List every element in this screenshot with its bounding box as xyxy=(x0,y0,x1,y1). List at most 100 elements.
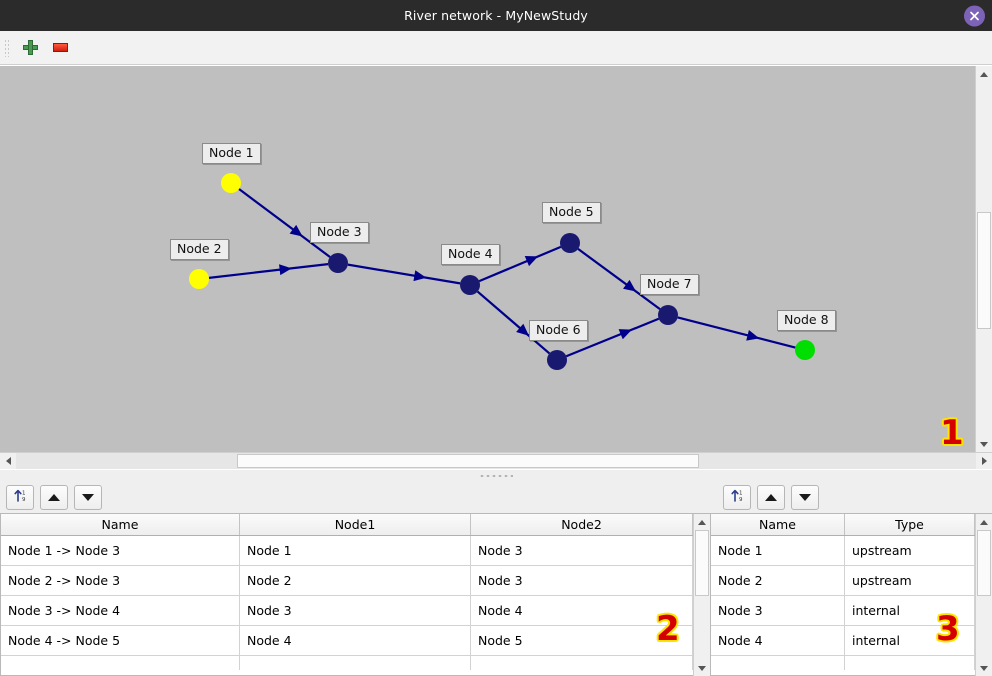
table-cell[interactable]: upstream xyxy=(844,565,975,596)
scroll-left-button[interactable] xyxy=(0,453,16,469)
column-header-node2[interactable]: Node2 xyxy=(470,514,693,536)
plus-icon xyxy=(22,40,38,55)
vscroll-track[interactable] xyxy=(976,82,992,436)
sort-nodes-button[interactable]: 1 9 xyxy=(723,484,751,510)
network-canvas[interactable]: Node 1 Node 2 Node 3 Node 4 Node 5 Node 6 Node… xyxy=(0,66,975,452)
table-row-empty[interactable] xyxy=(1,655,693,670)
table-cell[interactable]: Node 4 -> Node 5 xyxy=(1,625,240,656)
node-label-node-7[interactable]: Node 7 xyxy=(640,274,699,295)
table-cell[interactable] xyxy=(470,655,693,670)
graph-edge[interactable] xyxy=(476,290,551,355)
column-header-node1[interactable]: Node1 xyxy=(239,514,471,536)
edge-arrow-icon xyxy=(516,323,529,336)
table-cell[interactable]: Node 3 -> Node 4 xyxy=(1,595,240,626)
sort-links-button[interactable]: 1 9 xyxy=(6,484,34,510)
move-node-down-button[interactable] xyxy=(791,484,819,510)
links-vertical-scrollbar[interactable] xyxy=(693,514,710,676)
graph-edge[interactable] xyxy=(577,248,661,310)
table-cell[interactable]: Node 3 xyxy=(470,535,693,566)
scroll-up-button[interactable] xyxy=(976,66,992,82)
graph-node-node-2[interactable] xyxy=(189,269,209,289)
graph-node-node-4[interactable] xyxy=(460,275,480,295)
table-cell[interactable]: Node 5 xyxy=(470,625,693,656)
links-scroll-down-button[interactable] xyxy=(694,660,710,676)
table-cell[interactable]: Node 1 xyxy=(239,535,471,566)
table-cell[interactable] xyxy=(239,655,471,670)
graph-node-node-7[interactable] xyxy=(658,305,678,325)
graph-node-node-8[interactable] xyxy=(795,340,815,360)
table-cell[interactable]: Node 4 xyxy=(711,625,845,656)
column-header-name[interactable]: Name xyxy=(711,514,845,536)
table-cell[interactable]: Node 1 xyxy=(711,535,845,566)
table-row-empty[interactable] xyxy=(711,655,975,670)
table-cell[interactable]: Node 4 xyxy=(239,625,471,656)
delete-node-button[interactable] xyxy=(45,35,75,61)
graph-node-node-3[interactable] xyxy=(328,253,348,273)
table-cell[interactable]: internal xyxy=(844,595,975,626)
nodes-scroll-up-button[interactable] xyxy=(976,514,992,530)
links-vscroll-track[interactable] xyxy=(694,530,710,660)
table-cell[interactable]: Node 2 xyxy=(711,565,845,596)
panel-splitter[interactable] xyxy=(0,469,992,481)
table-cell[interactable]: upstream xyxy=(844,535,975,566)
graph-edge[interactable] xyxy=(677,316,796,349)
graph-edge[interactable] xyxy=(208,263,329,279)
move-node-up-button[interactable] xyxy=(757,484,785,510)
table-cell[interactable] xyxy=(1,655,240,670)
node-label-node-8[interactable]: Node 8 xyxy=(777,310,836,331)
node-label-node-2[interactable]: Node 2 xyxy=(170,239,229,260)
graph-edge[interactable] xyxy=(238,188,331,258)
node-label-node-4[interactable]: Node 4 xyxy=(441,244,500,265)
scroll-right-button[interactable] xyxy=(976,453,992,469)
table-cell[interactable]: internal xyxy=(844,625,975,656)
links-scroll-up-button[interactable] xyxy=(694,514,710,530)
vscroll-thumb[interactable] xyxy=(977,212,991,329)
hscroll-track[interactable] xyxy=(16,453,976,469)
nodes-vertical-scrollbar[interactable] xyxy=(975,514,992,676)
canvas-vertical-scrollbar[interactable] xyxy=(975,66,992,452)
graph-node-node-5[interactable] xyxy=(560,233,580,253)
nodes-vscroll-thumb[interactable] xyxy=(977,530,991,596)
table-cell[interactable]: Node 2 xyxy=(239,565,471,596)
toolbar-drag-handle[interactable] xyxy=(4,38,11,57)
add-node-button[interactable] xyxy=(15,35,45,61)
graph-edge[interactable] xyxy=(478,245,562,283)
move-link-up-button[interactable] xyxy=(40,484,68,510)
move-link-down-button[interactable] xyxy=(74,484,102,510)
nodes-vscroll-track[interactable] xyxy=(976,530,992,660)
column-header-type[interactable]: Type xyxy=(844,514,975,536)
column-header-name[interactable]: Name xyxy=(1,514,240,536)
scroll-down-button[interactable] xyxy=(976,436,992,452)
graph-node-node-1[interactable] xyxy=(221,173,241,193)
node-label-node-6[interactable]: Node 6 xyxy=(529,320,588,341)
table-cell[interactable]: Node 3 xyxy=(711,595,845,626)
graph-edge[interactable] xyxy=(565,317,660,358)
table-cell[interactable]: Node 1 -> Node 3 xyxy=(1,535,240,566)
table-cell[interactable]: Node 3 xyxy=(470,565,693,596)
table-cell[interactable]: Node 4 xyxy=(470,595,693,626)
graph-node-node-6[interactable] xyxy=(547,350,567,370)
links-vscroll-thumb[interactable] xyxy=(695,530,709,596)
nodes-scroll-down-button[interactable] xyxy=(976,660,992,676)
table-cell[interactable] xyxy=(711,655,845,670)
hscroll-thumb[interactable] xyxy=(237,454,699,468)
graph-edge[interactable] xyxy=(347,263,461,285)
table-cell[interactable] xyxy=(844,655,975,670)
node-label-node-5[interactable]: Node 5 xyxy=(542,202,601,223)
close-icon[interactable] xyxy=(964,5,985,26)
canvas-horizontal-scrollbar[interactable] xyxy=(0,452,992,469)
table-cell[interactable]: Node 2 -> Node 3 xyxy=(1,565,240,596)
node-label-node-1[interactable]: Node 1 xyxy=(202,143,261,164)
node-label-node-3[interactable]: Node 3 xyxy=(310,222,369,243)
table-cell[interactable]: Node 3 xyxy=(239,595,471,626)
